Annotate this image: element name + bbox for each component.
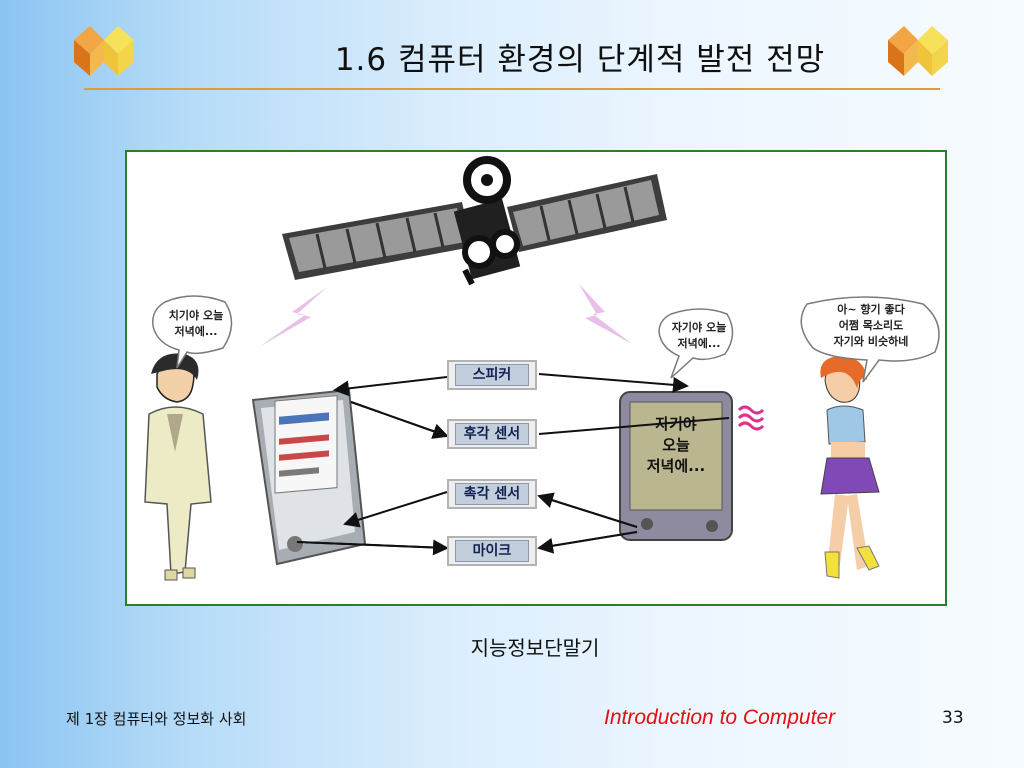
title-underline <box>84 88 940 90</box>
signal-bolt-right-icon <box>579 284 632 344</box>
scent-wave-icon <box>737 405 765 431</box>
device-screen-line-3: 저녁에... <box>646 457 706 475</box>
bubble-woman-line-1: 아~ 향기 좋다 <box>837 303 905 316</box>
speaker-box: 스피커 <box>447 360 537 390</box>
speech-bubble-man <box>152 295 233 369</box>
microphone-box: 마이크 <box>447 536 537 566</box>
pda-device-right <box>619 391 733 541</box>
speech-bubble-woman-text: 아~ 향기 좋다 어쩜 목소리도 자기와 비슷하네 <box>803 302 939 350</box>
speech-bubble-man-text: 치기야 오늘 저녁에... <box>155 308 237 340</box>
signal-bolt-left-icon <box>259 287 327 347</box>
device-screen-text: 자기야 오늘 저녁에... <box>630 414 722 477</box>
microphone-label: 마이크 <box>455 540 529 562</box>
bubble-woman-line-3: 자기와 비슷하네 <box>833 335 909 348</box>
bubble-woman-line-2: 어쩜 목소리도 <box>838 319 904 332</box>
bubble-man-line-2: 저녁에... <box>174 325 218 338</box>
touch-sensor-label: 촉각 센서 <box>455 483 529 505</box>
page-number: 33 <box>942 708 964 728</box>
device-screen-line-2: 오늘 <box>662 436 690 454</box>
footer-course-title: Introduction to Computer <box>604 706 836 729</box>
man-figure <box>144 353 212 581</box>
bubble-man-line-1: 치기야 오늘 <box>168 309 224 322</box>
satellite-icon <box>282 156 667 286</box>
connection-arrows <box>296 373 730 556</box>
bubble-device-line-2: 저녁에... <box>677 337 721 350</box>
speech-bubble-device-text: 자기야 오늘 저녁에... <box>661 320 737 352</box>
smell-sensor-label: 후각 센서 <box>455 423 529 445</box>
illustration-drawing <box>144 156 940 581</box>
speech-bubble-woman <box>800 296 940 383</box>
speech-bubble-device <box>658 308 734 379</box>
illustration-frame: 치기야 오늘 저녁에... 자기야 오늘 저녁에... 아~ 향기 좋다 어쩜 … <box>125 150 947 606</box>
cube-logo-right <box>888 26 948 76</box>
slide-title: 1.6 컴퓨터 환경의 단계적 발전 전망 <box>334 42 826 78</box>
touch-sensor-box: 촉각 센서 <box>447 479 537 509</box>
bubble-device-line-1: 자기야 오늘 <box>671 321 727 334</box>
footer-chapter: 제 1장 컴퓨터와 정보화 사회 <box>66 710 247 728</box>
smell-sensor-box: 후각 센서 <box>447 419 537 449</box>
speaker-label: 스피커 <box>455 364 529 386</box>
device-screen-line-1: 자기야 <box>655 415 697 433</box>
pda-device-left <box>251 388 367 566</box>
figure-caption: 지능정보단말기 <box>470 636 600 660</box>
cube-logo-left <box>74 26 134 76</box>
woman-figure <box>820 356 880 579</box>
